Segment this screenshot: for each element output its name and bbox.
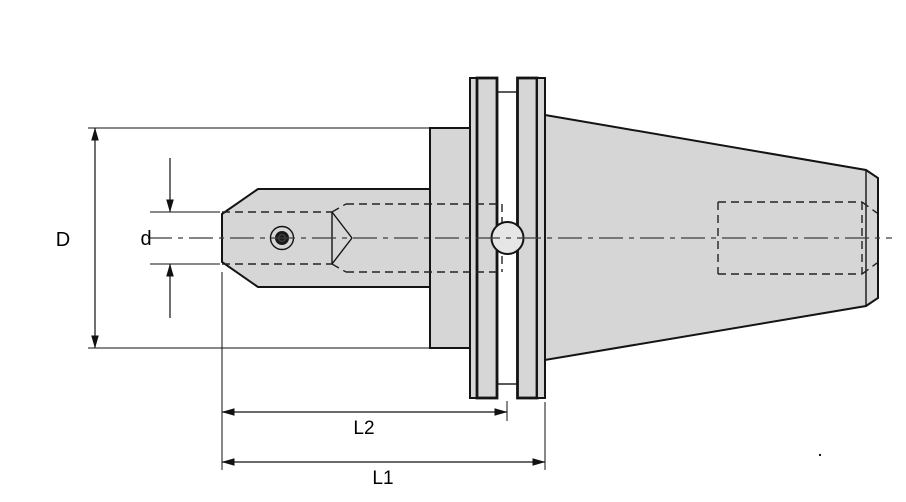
bore-chamfer-bottom-hidden [331, 263, 347, 273]
bore-chamfer-top-hidden [331, 203, 347, 213]
dim-D: D [56, 127, 430, 349]
dim-D-label: D [56, 229, 70, 251]
dim-L1: L1 [221, 402, 546, 489]
dim-d: d [140, 158, 220, 318]
bore-cone-bottom [331, 237, 353, 265]
pullstud-thread-hidden-lines [717, 201, 878, 275]
dim-L2-label: L2 [353, 418, 374, 439]
thread-chamfer-bottom-hidden [861, 262, 878, 275]
dim-L2: L2 [221, 272, 508, 470]
thread-chamfer-top-hidden [861, 201, 878, 214]
stray-mark: . [817, 440, 822, 461]
bore-cone-top [331, 211, 353, 239]
dim-d-label: d [140, 228, 151, 250]
dim-L1-label: L1 [372, 468, 393, 489]
